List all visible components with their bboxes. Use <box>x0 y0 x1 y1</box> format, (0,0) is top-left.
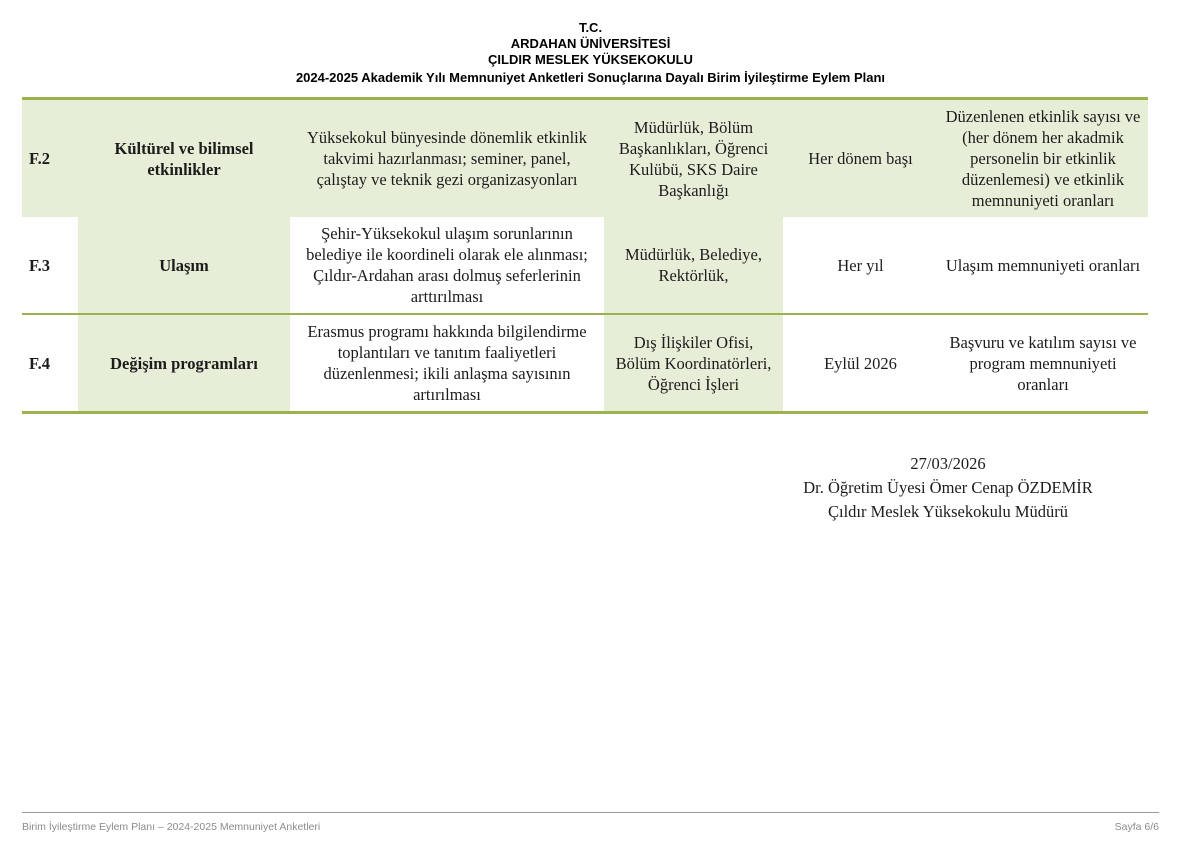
header-line-subtitle: 2024-2025 Akademik Yılı Memnuniyet Anket… <box>295 70 886 85</box>
page-footer: Birim İyileştirme Eylem Planı – 2024-202… <box>22 812 1159 833</box>
header-line-tc: T.C. <box>578 20 603 35</box>
signature-title: Çıldır Meslek Yüksekokulu Müdürü <box>828 502 1068 521</box>
table-row: F.3 Ulaşım Şehir-Yüksekokul ulaşım sorun… <box>22 217 1148 314</box>
header-line-school: ÇILDIR MESLEK YÜKSEKOKULU <box>488 52 693 67</box>
signature-date: 27/03/2026 <box>910 454 986 473</box>
row-code: F.2 <box>22 97 78 217</box>
row-code: F.3 <box>22 217 78 314</box>
signature-block: 27/03/2026 Dr. Öğretim Üyesi Ömer Cenap … <box>748 452 1148 524</box>
row-area: Kültürel ve bilimsel etkinlikler <box>78 97 290 217</box>
row-indicator: Ulaşım memnuniyeti oranları <box>938 217 1148 314</box>
action-plan-table-wrapper: F.2 Kültürel ve bilimsel etkinlikler Yük… <box>22 97 1148 414</box>
row-action: Erasmus programı hakkında bilgilendirme … <box>290 313 604 414</box>
row-responsible: Dış İlişkiler Ofisi, Bölüm Koordinatörle… <box>604 313 783 414</box>
table-row: F.2 Kültürel ve bilimsel etkinlikler Yük… <box>22 97 1148 217</box>
action-plan-table: F.2 Kültürel ve bilimsel etkinlikler Yük… <box>22 97 1148 414</box>
row-responsible: Müdürlük, Belediye, Rektörlük, <box>604 217 783 314</box>
row-action: Şehir-Yüksekokul ulaşım sorunlarının bel… <box>290 217 604 314</box>
signature-name: Dr. Öğretim Üyesi Ömer Cenap ÖZDEMİR <box>803 478 1093 497</box>
document-header: T.C. ARDAHAN ÜNİVERSİTESİ ÇILDIR MESLEK … <box>0 0 1181 87</box>
row-indicator: Başvuru ve katılım sayısı ve program mem… <box>938 313 1148 414</box>
row-time: Her dönem başı <box>783 97 938 217</box>
row-responsible: Müdürlük, Bölüm Başkanlıkları, Öğrenci K… <box>604 97 783 217</box>
row-time: Her yıl <box>783 217 938 314</box>
table-row: F.4 Değişim programları Erasmus programı… <box>22 313 1148 414</box>
row-area: Değişim programları <box>78 313 290 414</box>
row-area: Ulaşım <box>78 217 290 314</box>
row-code: F.4 <box>22 313 78 414</box>
row-time: Eylül 2026 <box>783 313 938 414</box>
row-action: Yüksekokul bünyesinde dönemlik etkinlik … <box>290 97 604 217</box>
footer-left-text: Birim İyileştirme Eylem Planı – 2024-202… <box>22 821 321 833</box>
row-indicator: Düzenlenen etkinlik sayısı ve (her dönem… <box>938 97 1148 217</box>
header-line-university: ARDAHAN ÜNİVERSİTESİ <box>510 36 671 51</box>
footer-page-number: Sayfa 6/6 <box>1114 821 1159 833</box>
